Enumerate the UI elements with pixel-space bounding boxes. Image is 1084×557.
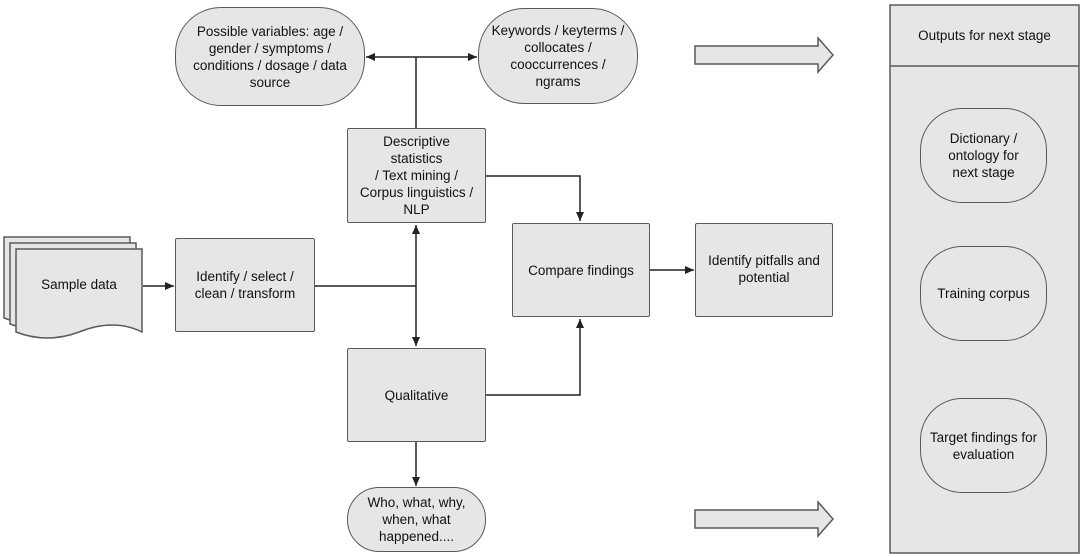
compare-findings-box: Compare findings [512,223,650,317]
sample-data-label: Sample data [41,276,117,292]
arrow-qualitative-to-compare [486,319,584,396]
identify-pitfalls-box: Identify pitfalls and potential [695,223,833,317]
output-item-dictionary: Dictionary / ontology for next stage [920,108,1047,203]
output-item-target-findings: Target findings for evaluation [920,398,1047,493]
connectors [143,53,694,486]
possible-variables-terminal: Possible variables: age / gender / sympt… [175,7,365,106]
block-arrow-top [694,36,835,74]
who-what-why-terminal: Who, what, why, when, what happened.... [347,487,486,552]
block-arrow-bottom [694,500,835,538]
keywords-terminal: Keywords / keyterms / collocates / coocc… [478,8,638,104]
identify-select-clean-transform-box: Identify / select / clean / transform [175,238,315,332]
qualitative-box: Qualitative [347,348,486,442]
sample-data-document-shape [3,236,143,339]
arrow-descriptive-to-compare [486,175,584,221]
outputs-panel-title: Outputs for next stage [918,28,1051,43]
output-item-training-corpus: Training corpus [920,246,1047,341]
descriptive-statistics-box: Descriptive statistics / Text mining / C… [347,128,486,223]
